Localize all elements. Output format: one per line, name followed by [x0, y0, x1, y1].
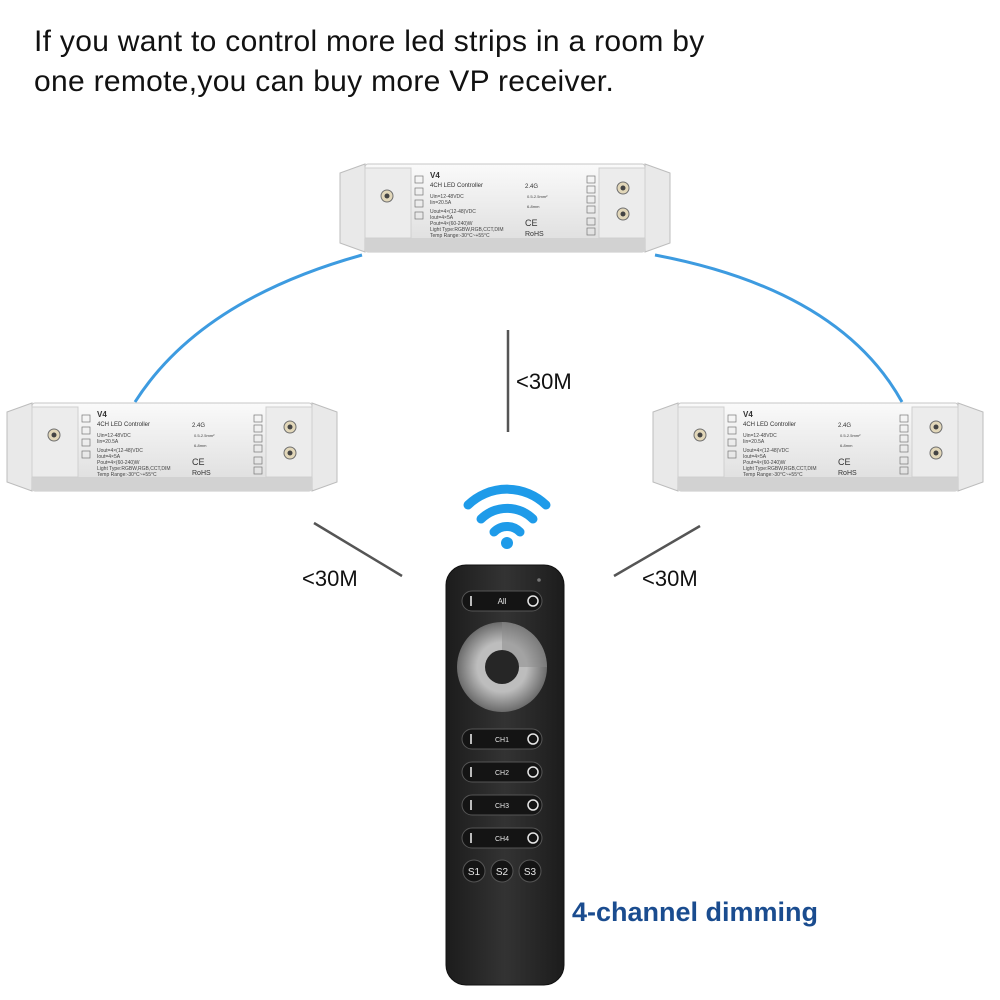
ch3-button[interactable]: CH3	[461, 794, 543, 816]
headline-line-2: one remote,you can buy more VP receiver.	[34, 65, 615, 98]
wifi-icon	[463, 484, 551, 549]
ch2-button[interactable]: CH2	[461, 761, 543, 783]
rohs-mark: RoHS	[838, 470, 857, 477]
controller-uin: Uin=12-48VDC	[743, 433, 777, 439]
rohs-mark: RoHS	[525, 231, 544, 238]
s1-label: S1	[468, 867, 481, 878]
distance-label-left: <30M	[302, 566, 358, 591]
distance-label-top: <30M	[516, 369, 572, 394]
controller-freq: 2.4G	[192, 423, 205, 429]
controller-name: 4CH LED Controller	[430, 183, 483, 189]
link-line-left	[133, 253, 363, 403]
controller-iout: Iout=4×5A	[743, 454, 767, 460]
led-controller-right: V4 4CH LED Controller Uin=12-48VDC Iin=2…	[652, 402, 984, 492]
headline-line-1: If you want to control more led strips i…	[34, 25, 705, 58]
distance-line-right	[613, 524, 701, 578]
s1-button[interactable]: S1	[462, 859, 486, 883]
controller-iout: Iout=4×5A	[97, 454, 121, 460]
controller-strip-len: 6-8mm	[840, 443, 853, 448]
controller-pout: Pout=4×(60-240)W	[97, 460, 140, 466]
controller-pout: Pout=4×(60-240)W	[430, 221, 473, 227]
rohs-mark: RoHS	[192, 470, 211, 477]
controller-uin: Uin=12-48VDC	[97, 433, 131, 439]
all-button[interactable]: All	[461, 590, 543, 612]
controller-strip-len: 6-8mm	[527, 204, 540, 209]
s2-label: S2	[496, 867, 509, 878]
caption: 4-channel dimming	[572, 897, 819, 927]
controller-temp: Temp Range:-30°C~+55°C	[743, 472, 803, 478]
controller-name: 4CH LED Controller	[743, 422, 796, 428]
controller-uout: Uout=4×(12-48)VDC	[743, 448, 789, 454]
ch4-label: CH4	[495, 836, 509, 843]
controller-wire-gauge: 0.5-2.5mm²	[527, 194, 548, 199]
controller-pout: Pout=4×(60-240)W	[743, 460, 786, 466]
controller-light: Light Type:RGBW,RGB,CCT,DIM	[97, 466, 171, 472]
ce-mark: CE	[525, 218, 538, 228]
ch4-button[interactable]: CH4	[461, 827, 543, 849]
controller-iin: Iin=20.5A	[97, 439, 119, 445]
controller-model: V4	[430, 171, 440, 180]
controller-strip-len: 6-8mm	[194, 443, 207, 448]
controller-temp: Temp Range:-30°C~+55°C	[430, 233, 490, 239]
controller-uin: Uin=12-48VDC	[430, 194, 464, 200]
controller-model: V4	[97, 410, 107, 419]
controller-iin: Iin=20.5A	[430, 200, 452, 206]
controller-name: 4CH LED Controller	[97, 422, 150, 428]
controller-light: Light Type:RGBW,RGB,CCT,DIM	[430, 227, 504, 233]
ch1-button[interactable]: CH1	[461, 728, 543, 750]
controller-wire-gauge: 0.5-2.5mm²	[840, 433, 861, 438]
link-line-right	[654, 253, 904, 403]
controller-light: Light Type:RGBW,RGB,CCT,DIM	[743, 466, 817, 472]
ch3-label: CH3	[495, 803, 509, 810]
controller-freq: 2.4G	[525, 184, 538, 190]
ch2-label: CH2	[495, 770, 509, 777]
controller-model: V4	[743, 410, 753, 419]
s2-button[interactable]: S2	[490, 859, 514, 883]
color-wheel[interactable]	[457, 622, 547, 712]
s3-button[interactable]: S3	[518, 859, 542, 883]
controller-iin: Iin=20.5A	[743, 439, 765, 445]
controller-freq: 2.4G	[838, 423, 851, 429]
controller-iout: Iout=4×5A	[430, 215, 454, 221]
all-button-label: All	[498, 597, 507, 606]
s3-label: S3	[524, 867, 537, 878]
ch1-label: CH1	[495, 737, 509, 744]
led-controller-top: V4 4CH LED Controller Uin=12-48VDC Iin=2…	[339, 163, 671, 253]
remote-control: All CH1 CH2 CH3 CH4 S1	[445, 564, 565, 986]
controller-uout: Uout=4×(12-48)VDC	[97, 448, 143, 454]
controller-temp: Temp Range:-30°C~+55°C	[97, 472, 157, 478]
ce-mark: CE	[838, 457, 851, 467]
controller-wire-gauge: 0.5-2.5mm²	[194, 433, 215, 438]
distance-label-right: <30M	[642, 566, 698, 591]
controller-uout: Uout=4×(12-48)VDC	[430, 209, 476, 215]
led-controller-left: V4 4CH LED Controller Uin=12-48VDC Iin=2…	[6, 402, 338, 492]
headline: If you want to control more led strips i…	[34, 22, 974, 102]
distance-line-left	[313, 521, 403, 578]
ce-mark: CE	[192, 457, 205, 467]
